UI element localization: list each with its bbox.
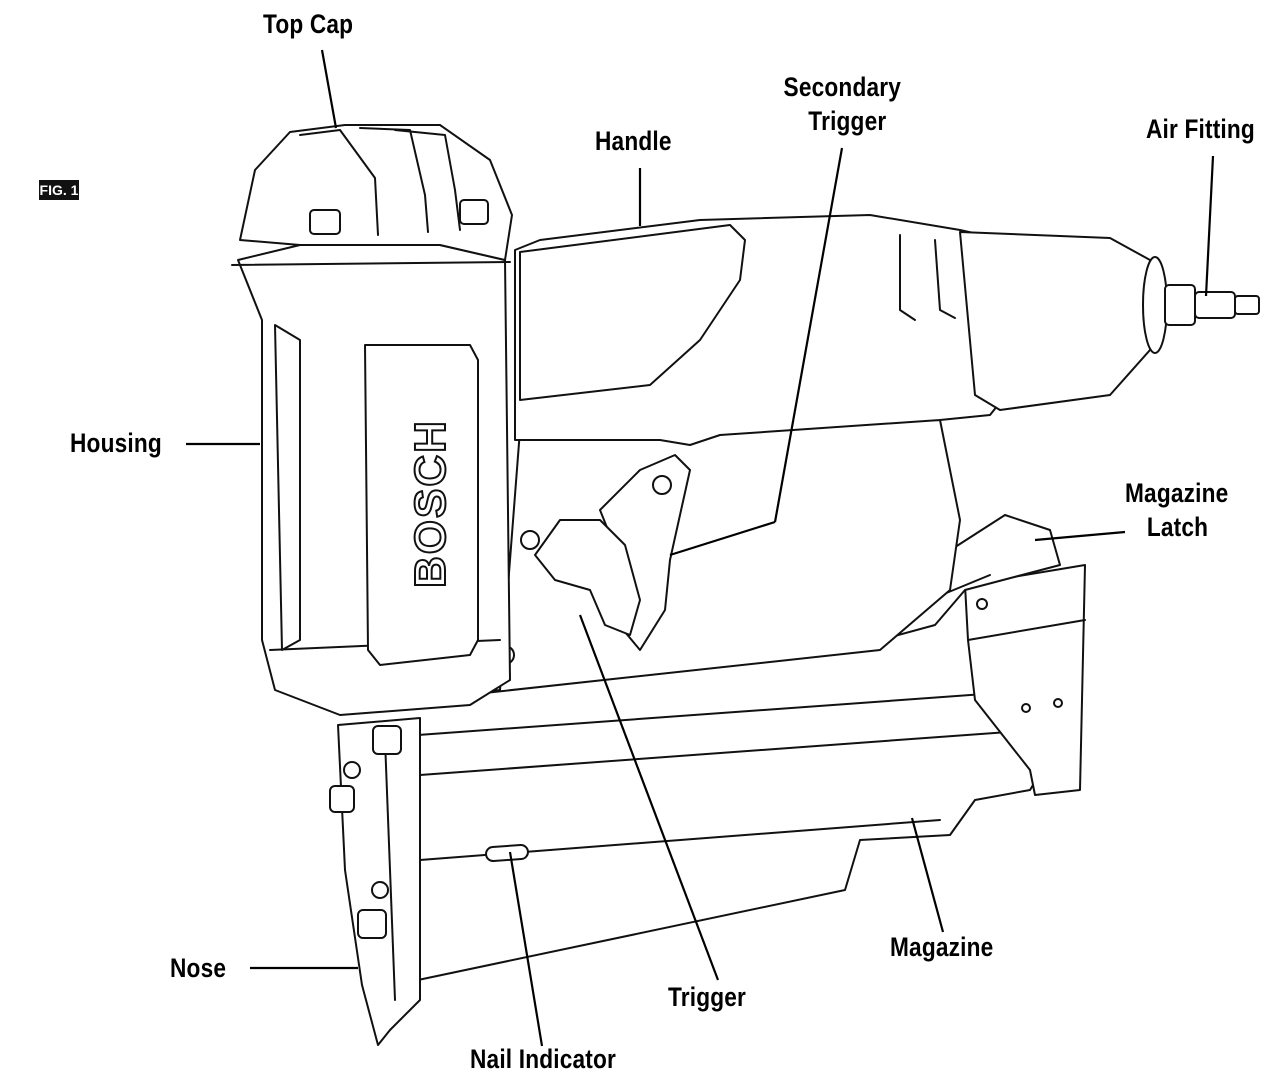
- nose-knob-lower: [357, 909, 387, 939]
- brand-logo: BOSCH: [406, 419, 455, 588]
- air-fitting-nut: [1164, 284, 1196, 326]
- label-secondary-trigger-line1: Secondary: [783, 72, 902, 102]
- top-cap-rib-3: [394, 129, 461, 231]
- label-top-cap: Top Cap: [263, 9, 354, 39]
- nail-indicator-slot: [485, 844, 529, 862]
- label-housing: Housing: [70, 428, 162, 458]
- air-fitting-tip: [1234, 295, 1260, 315]
- top-cap-rib-2: [359, 127, 429, 233]
- leader-top-cap: [320, 49, 338, 129]
- leader-magazine: [910, 817, 945, 933]
- secondary-trigger-screw: [652, 475, 672, 495]
- handle-rib-2: [934, 239, 956, 319]
- leader-lines: [186, 49, 1215, 1047]
- label-handle: Handle: [595, 126, 672, 156]
- top-cap-screw-right: [459, 199, 489, 225]
- air-fitting-end: [1142, 256, 1168, 354]
- magazine-rear-line: [967, 619, 1086, 641]
- air-fitting-cone: [959, 231, 1151, 411]
- nailer-drawing: [231, 124, 1260, 1046]
- label-magazine-latch: Magazine Latch: [1125, 476, 1243, 544]
- leader-air-fitting: [1204, 155, 1215, 297]
- handle-rib-1: [899, 234, 916, 321]
- figure-badge: FIG. 1: [39, 180, 79, 200]
- air-fitting-nipple: [1194, 291, 1236, 319]
- housing-label-panel: [364, 344, 479, 666]
- label-magazine-latch-line1: Magazine: [1125, 478, 1229, 508]
- leader-magazine-latch: [1034, 530, 1126, 542]
- leader-trigger: [578, 614, 720, 981]
- magazine-screw-hole-2: [1053, 698, 1063, 708]
- label-air-fitting: Air Fitting: [1146, 114, 1255, 144]
- leader-secondary-trigger: [773, 147, 844, 523]
- label-secondary-trigger: Secondary Trigger: [773, 70, 912, 138]
- housing-left-rib: [274, 324, 301, 651]
- label-trigger: Trigger: [668, 982, 747, 1012]
- leader-secondary-trigger-2: [669, 520, 776, 557]
- magazine-edge-line: [419, 729, 1036, 776]
- nose-hole-1: [343, 761, 361, 779]
- nose-knob-upper: [329, 785, 355, 813]
- magazine-rear-block: [964, 564, 1086, 796]
- top-cap-rib-1: [299, 129, 379, 236]
- magazine-screw-hole-1: [1021, 703, 1031, 713]
- handle-grip-pad: [519, 224, 746, 401]
- trigger-pivot-screw: [520, 530, 540, 550]
- label-magazine: Magazine: [890, 932, 994, 962]
- nose-hole-2: [371, 881, 389, 899]
- top-cap-screw-left: [309, 209, 341, 235]
- housing-band-top: [231, 261, 511, 266]
- label-nail-indicator: Nail Indicator: [470, 1044, 617, 1074]
- leader-nail-indicator: [508, 851, 544, 1047]
- nose-inner-line: [384, 739, 396, 1001]
- nose-knob-mid: [372, 725, 402, 755]
- magazine-screw-hole-3: [976, 598, 988, 610]
- trigger: [534, 519, 641, 636]
- label-secondary-trigger-line2: Trigger: [808, 106, 887, 136]
- label-nose: Nose: [170, 953, 227, 983]
- label-magazine-latch-line2: Latch: [1146, 512, 1209, 542]
